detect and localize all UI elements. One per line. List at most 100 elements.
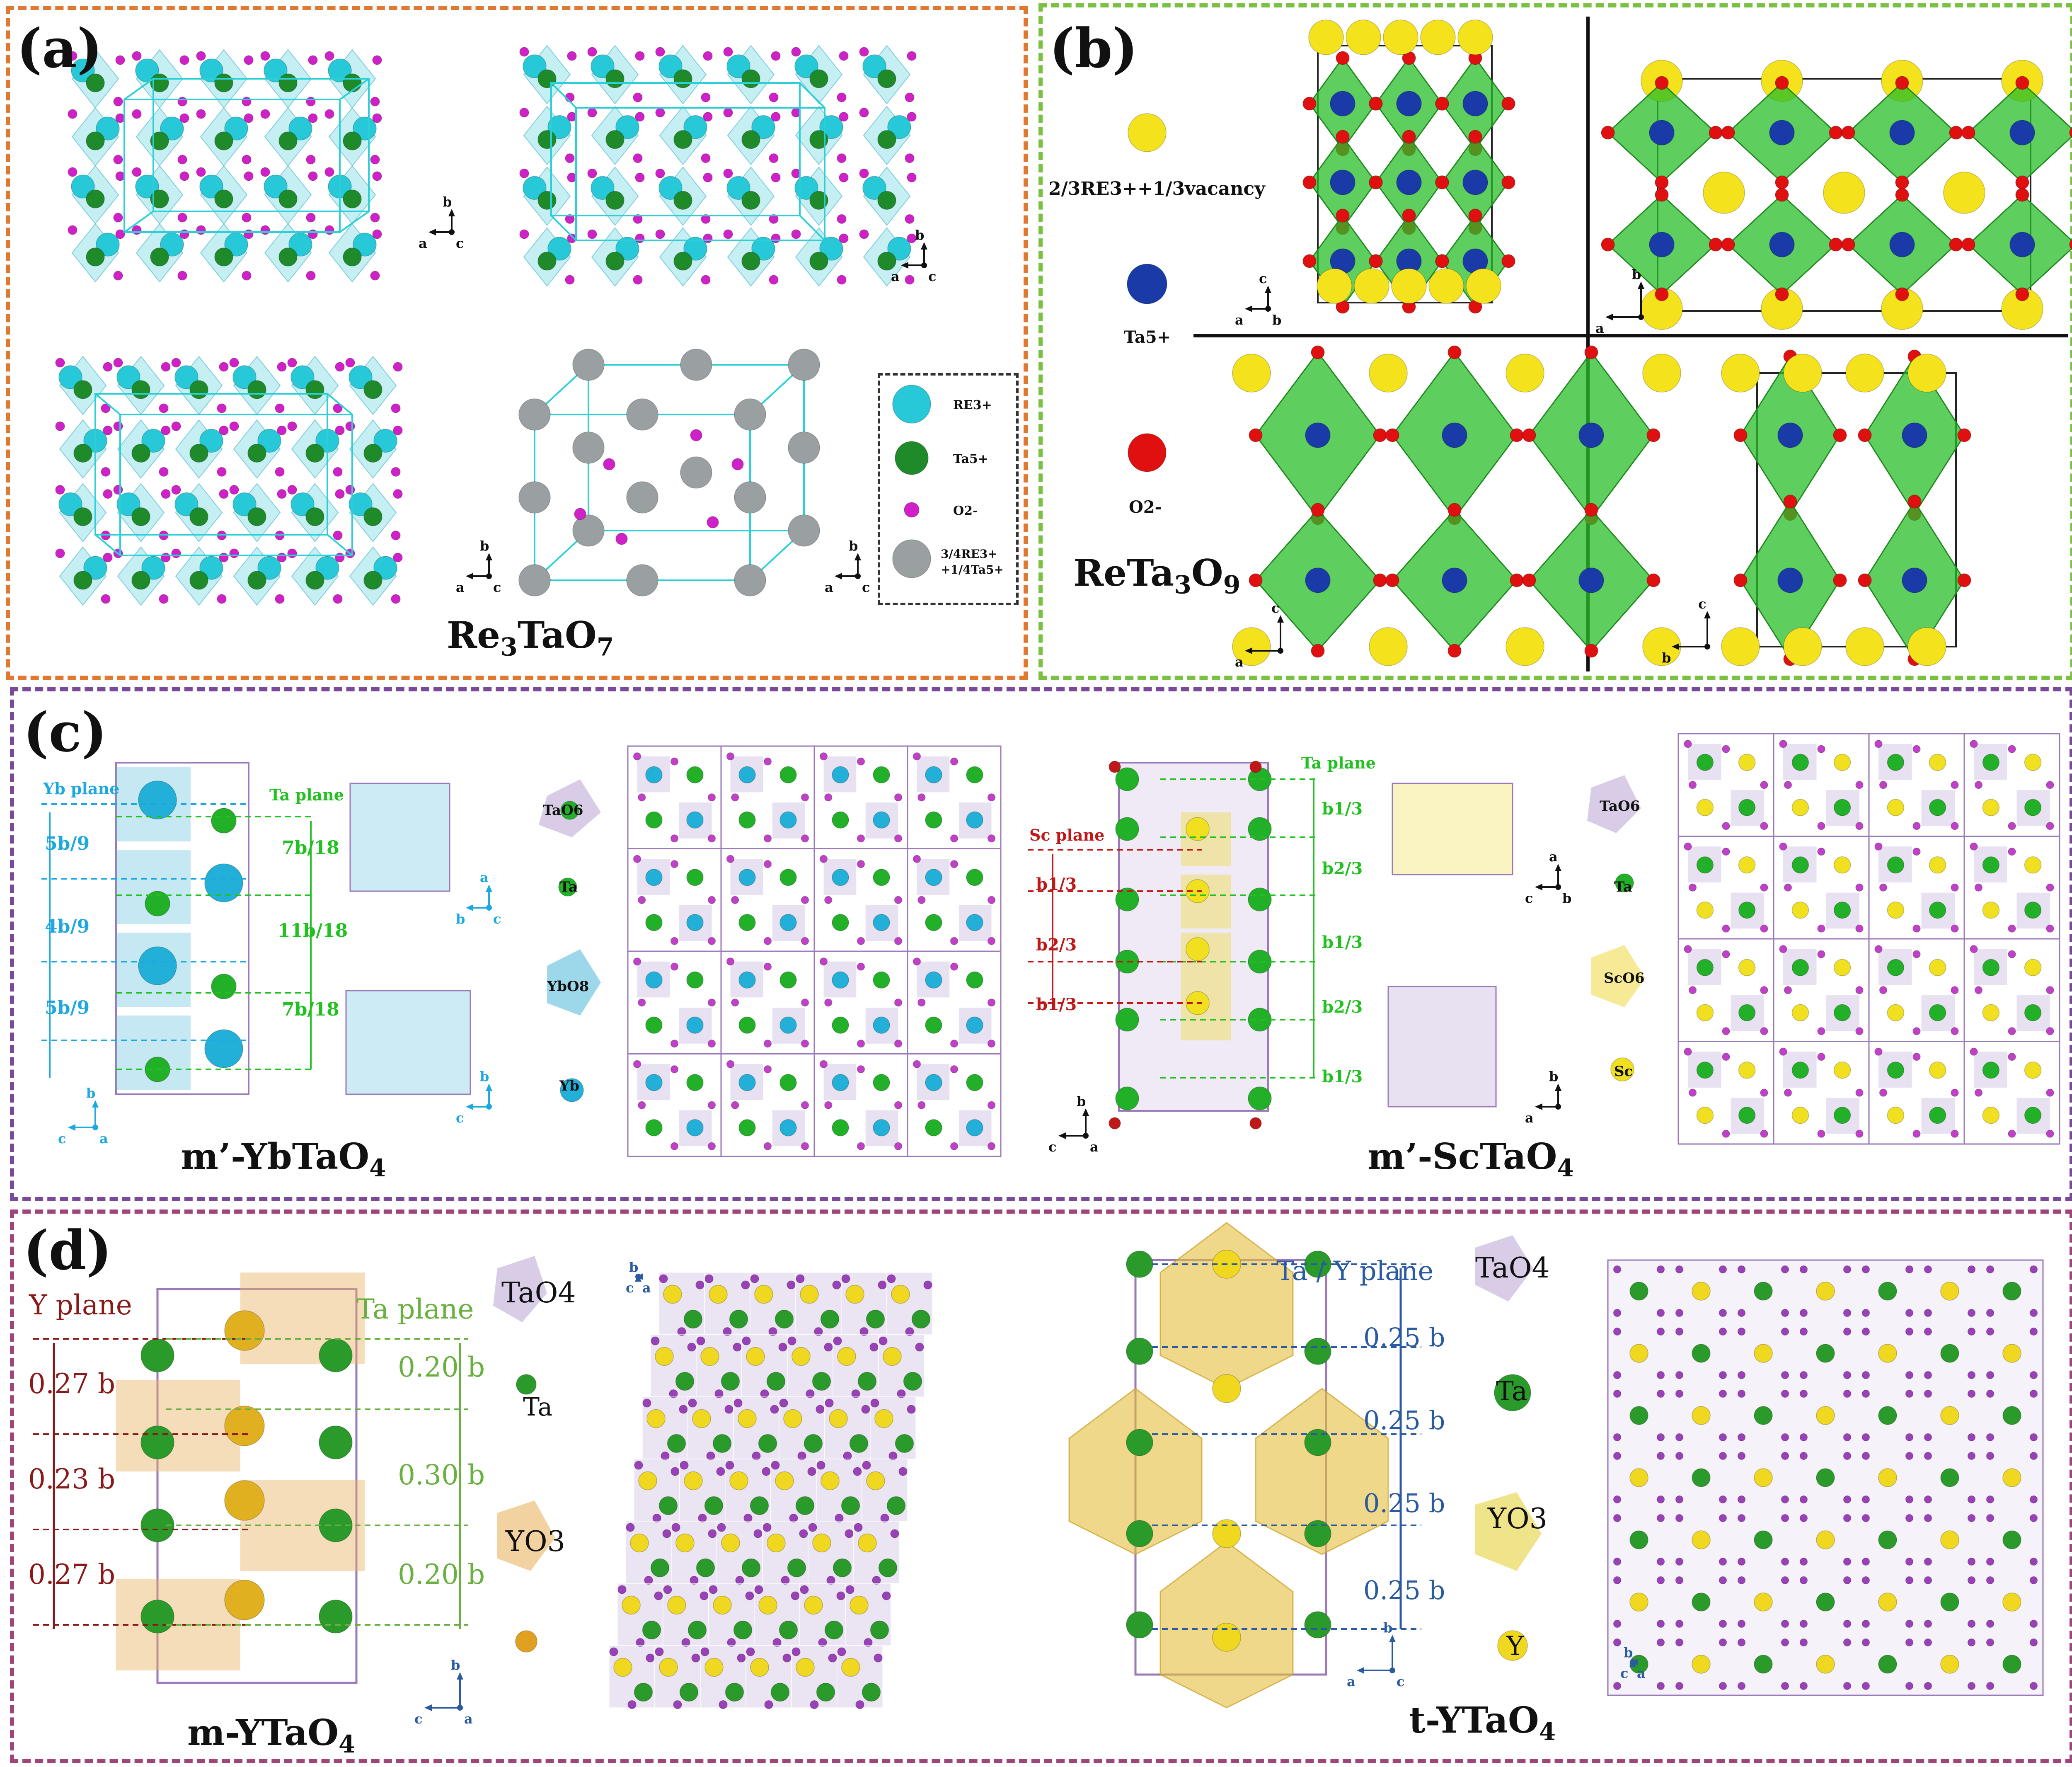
d-t-ta-atom	[1126, 1611, 1153, 1639]
a-struct2-o-atom	[771, 233, 781, 243]
c-grid-sc-atom-b	[1929, 1062, 1946, 1079]
d-m-grid-y	[630, 1533, 649, 1553]
poly-c-scO6: ScO6	[1604, 970, 1645, 987]
c-grid-sc-o-atom	[2046, 822, 2054, 830]
a-axis-3-arrow-up	[486, 553, 492, 560]
c-grid-sc-o-atom	[1951, 1027, 1959, 1035]
c-grid-yb-o-atom	[819, 855, 828, 863]
d-m-grid-o	[818, 1638, 827, 1647]
d-t-grid-o	[1986, 1452, 1995, 1460]
c-grid-yb-atom-b	[686, 971, 704, 989]
d-t-ta-atom	[1304, 1338, 1331, 1365]
a-struct1-ta-atom	[214, 73, 233, 92]
c-grid-sc-o-atom	[2046, 1027, 2054, 1035]
d-m-grid-o	[853, 1467, 862, 1476]
c-grid-sc-o-atom	[2046, 986, 2054, 994]
c-grid-sc-o-atom	[1912, 1027, 1921, 1035]
d-t-grid-o	[2029, 1514, 2038, 1522]
d-axis-2-label-left: c	[626, 1280, 634, 1296]
d-axis-1-arrow-left	[424, 1704, 432, 1711]
panel-d-label: (d)	[23, 1219, 112, 1282]
c-grid-yb-o-atom	[894, 896, 903, 904]
d-ta-atom	[140, 1425, 174, 1459]
d-m-grid-y	[845, 1285, 864, 1304]
d-t-grid-atom	[1940, 1530, 1959, 1549]
d-m-grid-o	[735, 1576, 744, 1585]
b-octa-2-o-atom	[1775, 287, 1789, 301]
d-m-grid-o	[845, 1585, 854, 1594]
c-grid-yb-o-atom	[763, 1065, 772, 1074]
d-t-grid-o	[1861, 1265, 1870, 1274]
d-t-grid-o	[1799, 1619, 1808, 1628]
a-struct2-o-atom	[837, 153, 847, 163]
b-re-atom	[1783, 354, 1822, 393]
a-o-atom	[603, 458, 615, 470]
a-struct1-o-atom	[306, 155, 316, 165]
d-axis-3-label-up: b	[1383, 1620, 1392, 1636]
panel-c-label: (c)	[23, 700, 107, 764]
a-struct1-o-atom	[244, 171, 254, 181]
c-grid-yb-o-atom	[894, 793, 903, 802]
d-m-grid-y	[858, 1533, 877, 1553]
d-m-grid-o	[874, 1653, 883, 1663]
d-t-grid-o	[1737, 1638, 1746, 1647]
c-axis-3-dot	[486, 1104, 492, 1110]
d-t-grid-atom	[1816, 1282, 1835, 1301]
d-m-grid-ta	[679, 1682, 699, 1702]
d-m-grid-y	[750, 1658, 769, 1677]
d-m-grid-o	[826, 1576, 835, 1585]
c-grid-yb-o-atom	[950, 757, 959, 766]
d-m-grid-o	[680, 1461, 689, 1470]
d-m-grid-o	[745, 1591, 754, 1600]
a-struct3-o-atom	[287, 548, 297, 558]
a-struct3-o-atom	[345, 485, 355, 495]
a-mixed-atom	[626, 481, 658, 514]
a-mixed-atom	[626, 564, 658, 596]
c-grid-yb-atom-a	[966, 914, 983, 931]
a-struct3-re-atom	[257, 429, 281, 453]
d-axis-1-label-left: c	[414, 1711, 422, 1727]
a-cell1-face	[123, 99, 341, 233]
d-t-grid-o	[1967, 1265, 1976, 1274]
d-m-grid-ta	[766, 1372, 786, 1391]
poly-d-yO3-left: YO3	[506, 1525, 565, 1558]
d-t-grid-o	[1656, 1309, 1665, 1317]
d-t-grid-o	[1613, 1495, 1622, 1504]
c-grid-sc-atom-b	[1791, 1004, 1809, 1021]
a-cell1-edge	[123, 78, 154, 100]
c-grid-sc-atom-a	[1833, 1106, 1851, 1124]
d-t-grid-o	[1656, 1327, 1665, 1336]
b-octa-3d-o-atom	[1369, 175, 1383, 189]
b-re-bottom	[1428, 268, 1464, 304]
d-axis-3-label-dot: c	[1397, 1674, 1404, 1689]
d-t-grid-o	[2029, 1619, 2038, 1628]
d-m-grid-o	[789, 1513, 798, 1523]
c-grid-sc-o-atom	[1912, 1052, 1921, 1061]
panel-d-frame	[10, 1210, 2072, 1763]
c-grid-sc-o-atom	[1879, 1088, 1888, 1097]
d-t-grid-o	[1799, 1495, 1808, 1504]
a-struct2-o-atom	[567, 111, 577, 122]
a-struct1-o-atom	[372, 229, 382, 239]
d-t-grid-o	[1675, 1682, 1684, 1690]
b-octa-3d-o-atom	[1468, 130, 1482, 144]
d-t-grid-o	[1986, 1514, 1995, 1522]
poly-c-ybO8: YbO8	[547, 978, 589, 995]
c-grid-yb-atom-a	[645, 1074, 663, 1091]
a-struct3-o-atom	[217, 594, 227, 604]
a-cell1-face	[152, 78, 370, 212]
b-octa-4-ta-atom	[1777, 567, 1803, 593]
c-grid-yb-o-atom	[950, 962, 959, 971]
d-t-grid-o	[1967, 1495, 1976, 1504]
a-struct3-ta-atom	[73, 507, 92, 526]
poly-c-ta-left: Ta	[559, 879, 578, 895]
d-m-grid-o	[671, 1523, 680, 1532]
d-m-grid-o	[887, 1274, 896, 1283]
a-mixed-atom	[788, 349, 820, 381]
d-m-grid-o	[727, 1638, 736, 1647]
a-struct1-o-atom	[324, 167, 334, 177]
d-t-grid-atom	[1692, 1468, 1711, 1487]
d-m-grid-o	[754, 1585, 763, 1594]
a-struct1-re-atom	[328, 58, 352, 82]
d-m-grid-o	[807, 1467, 816, 1476]
